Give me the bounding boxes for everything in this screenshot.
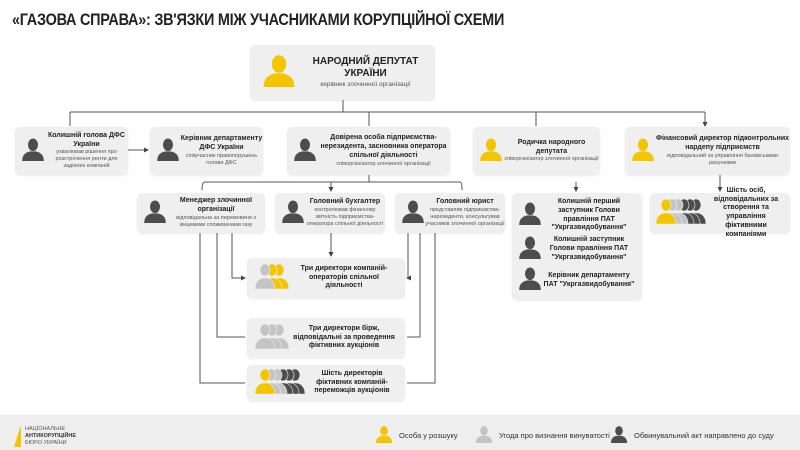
legend-item: Угода про визнання винуватості: [475, 425, 610, 445]
person-desc: співорганізатор злочинної організації: [504, 156, 599, 163]
person-icon: [518, 266, 542, 295]
group-box: Шість директорів фіктивних компаній-пере…: [247, 365, 405, 401]
legend-label: Особа у розшуку: [399, 430, 458, 440]
group-persons-icon: [254, 263, 291, 294]
group-box: Три директори компаній-операторів спільн…: [247, 258, 405, 298]
person-icon: [479, 137, 503, 166]
person-desc: відповідальний за управління банківським…: [667, 152, 778, 166]
top-name: НАРОДНИЙ ДЕПУТАТ УКРАЇНИ: [312, 55, 419, 80]
legend-person-icon: [475, 425, 493, 445]
ukrgaz-person: Керівник департаменту ПАТ "Укргазвидобув…: [518, 266, 636, 295]
person-icon: [262, 53, 296, 92]
person-name: Родичка народного депутата: [517, 138, 586, 155]
person-name: Фінансовий директор підконтрольних нарде…: [655, 135, 790, 152]
person-icon: [401, 199, 425, 228]
page-title: «ГАЗОВА СПРАВА»: ЗВ'ЯЗКИ МІЖ УЧАСНИКАМИ …: [12, 10, 505, 29]
person-name: Менеджер злочинної організації: [179, 197, 253, 214]
legend-person-icon: [375, 425, 393, 445]
ukrgaz-person: Колишній перший заступник Голови правлін…: [518, 198, 636, 233]
person-icon: [281, 199, 305, 228]
person-name: Керівник департаменту ДФС України: [180, 135, 263, 152]
group-box: Три директори бірж, відповідальні за про…: [247, 318, 405, 358]
person-desc: співучасник правопорушень голови ДФС: [185, 152, 258, 166]
group-name: Три директори бірж, відповідальні за про…: [293, 324, 395, 350]
person-icon: [631, 137, 655, 166]
legend-item: Обвинувальний акт направлено до суду: [610, 425, 774, 445]
person-desc: співорганізатор злочинної організації: [336, 160, 431, 167]
six-persons-name: Шість осіб, відповідальних за створення …: [713, 186, 779, 238]
group-persons-icon: [655, 198, 708, 229]
person-desc: відповідальна за перемовини з кінцевими …: [176, 214, 256, 228]
connector-lines: [69, 100, 723, 384]
person-desc: контролював фінансову звітність підприєм…: [306, 207, 384, 227]
row2-box: Фінансовий директор підконтрольних нарде…: [625, 127, 790, 175]
group-persons-icon: [254, 323, 291, 354]
top-desc: керівник злочинної організації: [320, 80, 411, 88]
legend-label: Обвинувальний акт направлено до суду: [634, 430, 774, 440]
group-name: Три директори компаній-операторів спільн…: [300, 264, 388, 290]
person-icon: [143, 199, 167, 228]
person-icon: [156, 137, 180, 166]
ukrgaz-box: Колишній перший заступник Голови правлін…: [512, 193, 642, 300]
row2-box: Довірена особа підприємства-нерезидента,…: [287, 127, 450, 175]
six-persons-box: Шість осіб, відповідальних за створення …: [650, 187, 790, 238]
person-name: Керівник департаменту ПАТ "Укргазвидобув…: [543, 271, 635, 288]
person-icon: [21, 137, 45, 166]
person-icon: [293, 137, 317, 166]
person-name: Головний бухгалтер: [309, 198, 381, 206]
person-name: Колишній заступник Голови правління ПАТ …: [549, 236, 629, 261]
person-name: Головний юрист: [436, 198, 494, 206]
person-name: Довірена особа підприємства-нерезидента,…: [320, 134, 447, 159]
person-desc: представляв підприємства-нерезиденти, ко…: [425, 207, 505, 227]
person-icon: [518, 235, 542, 264]
legend-item: Особа у розшуку: [375, 425, 458, 445]
person-name: Колишній голова ДФС України: [48, 131, 125, 148]
legend-person-icon: [610, 425, 628, 445]
person-name: Колишній перший заступник Голови правлін…: [551, 198, 627, 232]
person-desc: ухвалював рішення про розстрочення ренти…: [55, 149, 118, 170]
group-name: Шість директорів фіктивних компаній-пере…: [314, 369, 390, 395]
group-persons-icon: [254, 368, 307, 399]
person-icon: [518, 201, 542, 230]
ukrgaz-person: Колишній заступник Голови правління ПАТ …: [518, 235, 636, 264]
legend-label: Угода про визнання винуватості: [499, 430, 610, 440]
